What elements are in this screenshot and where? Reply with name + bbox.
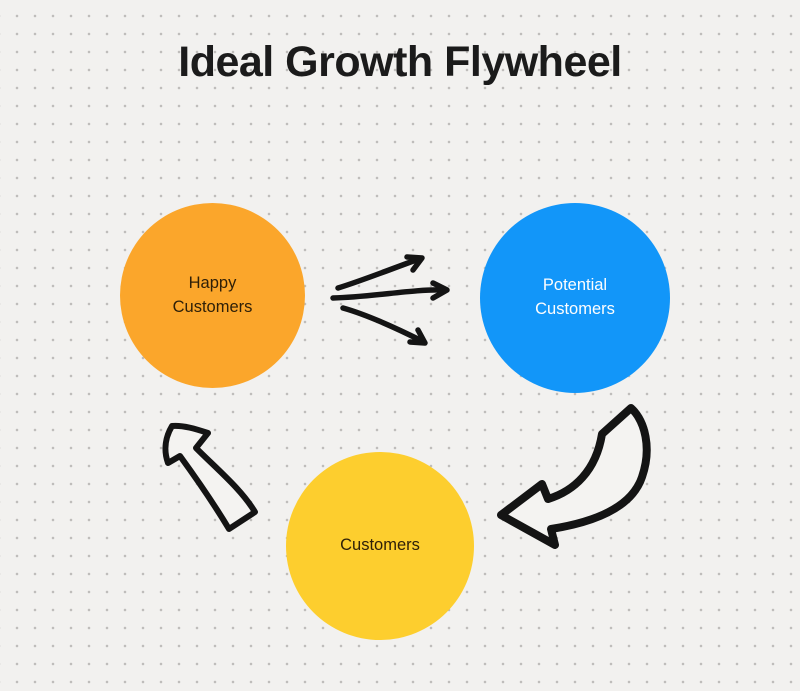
curved-arrow-shape (497, 404, 651, 549)
node-customers[interactable]: Customers (286, 452, 474, 640)
node-happy-customers[interactable]: Happy Customers (120, 203, 305, 388)
straight-arrow-customers-to-happy[interactable] (152, 412, 264, 534)
curved-arrow-potential-to-customers[interactable] (488, 398, 658, 553)
spread-arrow-strokes (330, 254, 450, 346)
node-potential-customers-label: Potential Customers (535, 276, 615, 318)
node-happy-customers-label: Happy Customers (172, 273, 253, 316)
spread-arrow-happy-to-potential[interactable] (330, 245, 453, 350)
node-customers-label: Customers (340, 536, 420, 555)
node-potential-customers[interactable]: Potential Customers (480, 203, 670, 393)
straight-arrow-shape (162, 422, 258, 532)
diagram-title: Ideal Growth Flywheel (178, 38, 622, 86)
